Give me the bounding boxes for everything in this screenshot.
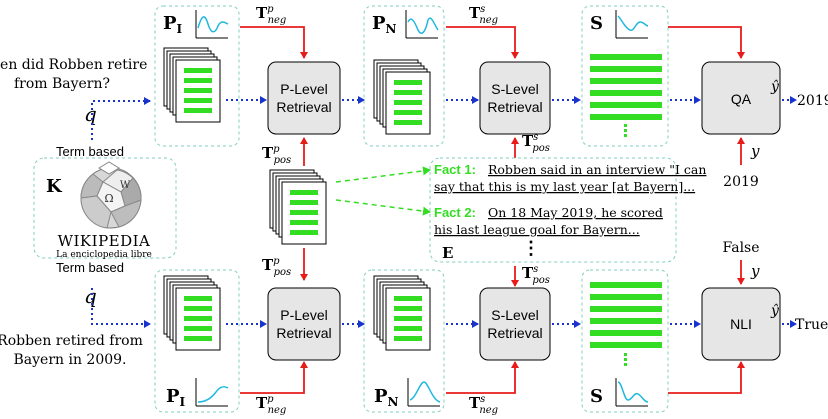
pi-label-top: PI	[163, 13, 183, 36]
pn-label-bottom: PN	[374, 386, 399, 409]
pi-label-bottom: PI	[166, 386, 186, 409]
pi-distribution-bottom	[195, 377, 229, 407]
fact2-line2: his last league goal for Bayern...	[434, 222, 640, 237]
evidence-label: E	[442, 244, 453, 262]
passages-stack-bottom	[163, 275, 221, 351]
pn-distribution-top	[405, 9, 439, 39]
pn-panel-bottom	[363, 269, 445, 413]
evidence-ellipsis: ⋮	[522, 238, 540, 259]
fact1-line1: Robben said in an interview "I can	[488, 162, 706, 177]
s-level-top-line1: S-Level	[491, 81, 538, 97]
passages-stack-pn-top	[373, 59, 431, 135]
term-based-bottom: Term based	[56, 260, 124, 275]
fact1-line2: say that this is my last year [at Bayern…	[434, 179, 695, 194]
wikipedia-globe-icon: Ω W	[80, 161, 142, 229]
pn-panel-top	[363, 5, 445, 147]
s-distribution-top	[615, 9, 649, 39]
claim-line2: Bayern in 2009.	[13, 352, 126, 368]
s-level-retrieval-bottom	[479, 287, 551, 361]
passages-stack-top	[163, 47, 221, 123]
s-level-top-line2: Retrieval	[487, 99, 542, 115]
fact2-tag: Fact 2:	[434, 205, 476, 220]
p-level-top-line1: P-Level	[280, 81, 327, 97]
s-level-bottom-line1: S-Level	[491, 307, 538, 323]
question-line1: When did Robben retire	[0, 57, 147, 73]
kb-label: K	[46, 176, 63, 197]
nli-label: NLI	[730, 316, 752, 332]
yhat-top: ŷ	[770, 78, 780, 95]
p-level-retrieval-top	[267, 61, 341, 135]
p-level-bottom-line1: P-Level	[280, 307, 327, 323]
sentences-top	[590, 54, 662, 137]
yhat-bottom: ŷ	[770, 302, 780, 319]
pn-label-top: PN	[372, 13, 397, 36]
s-label-bottom: S	[590, 386, 603, 407]
term-based-top: Term based	[56, 144, 124, 159]
p-level-bottom-line2: Retrieval	[276, 325, 331, 341]
fact2-line1: On 18 May 2019, he scored	[488, 205, 663, 220]
y-top: y	[750, 142, 760, 160]
nli-answer: True	[795, 317, 828, 333]
svg-text:Ω: Ω	[104, 192, 113, 205]
q-label-top: q	[84, 102, 97, 126]
nli-box	[701, 287, 781, 361]
positive-doc-stack	[269, 169, 327, 245]
kb-subtitle: La enciclopedia libre	[56, 250, 152, 260]
s-level-bottom-line2: Retrieval	[487, 325, 542, 341]
p-level-top-line2: Retrieval	[276, 99, 331, 115]
s-level-retrieval-top	[479, 61, 551, 135]
nli-gold-label: False	[722, 240, 759, 256]
qa-box	[701, 61, 781, 135]
pi-distribution-top	[195, 9, 229, 39]
s-panel-top	[581, 5, 669, 147]
kb-panel	[33, 157, 177, 259]
kb-title: WIKIPEDIA	[58, 232, 151, 250]
claim-line1: Robben retired from	[0, 333, 143, 349]
s-label-top: S	[590, 13, 603, 34]
q-label-bottom: q	[84, 284, 97, 308]
p-level-retrieval-bottom	[267, 287, 341, 361]
pi-panel-bottom	[154, 269, 240, 413]
svg-text:W: W	[120, 180, 131, 191]
pn-distribution-bottom	[407, 377, 441, 407]
qa-label: QA	[731, 91, 752, 107]
s-distribution-bottom	[615, 377, 649, 407]
fact1-tag: Fact 1:	[434, 162, 476, 177]
qa-answer: 2019	[797, 93, 828, 109]
s-panel-bottom	[581, 269, 669, 413]
sentences-bottom	[590, 282, 662, 366]
question-line2: from Bayern?	[14, 76, 110, 92]
qa-gold-label: 2019	[723, 174, 759, 190]
y-bottom: y	[750, 262, 760, 280]
q-arrow-top	[91, 97, 151, 140]
q-arrow-bottom	[91, 288, 151, 328]
passages-stack-pn-bottom	[373, 275, 431, 351]
